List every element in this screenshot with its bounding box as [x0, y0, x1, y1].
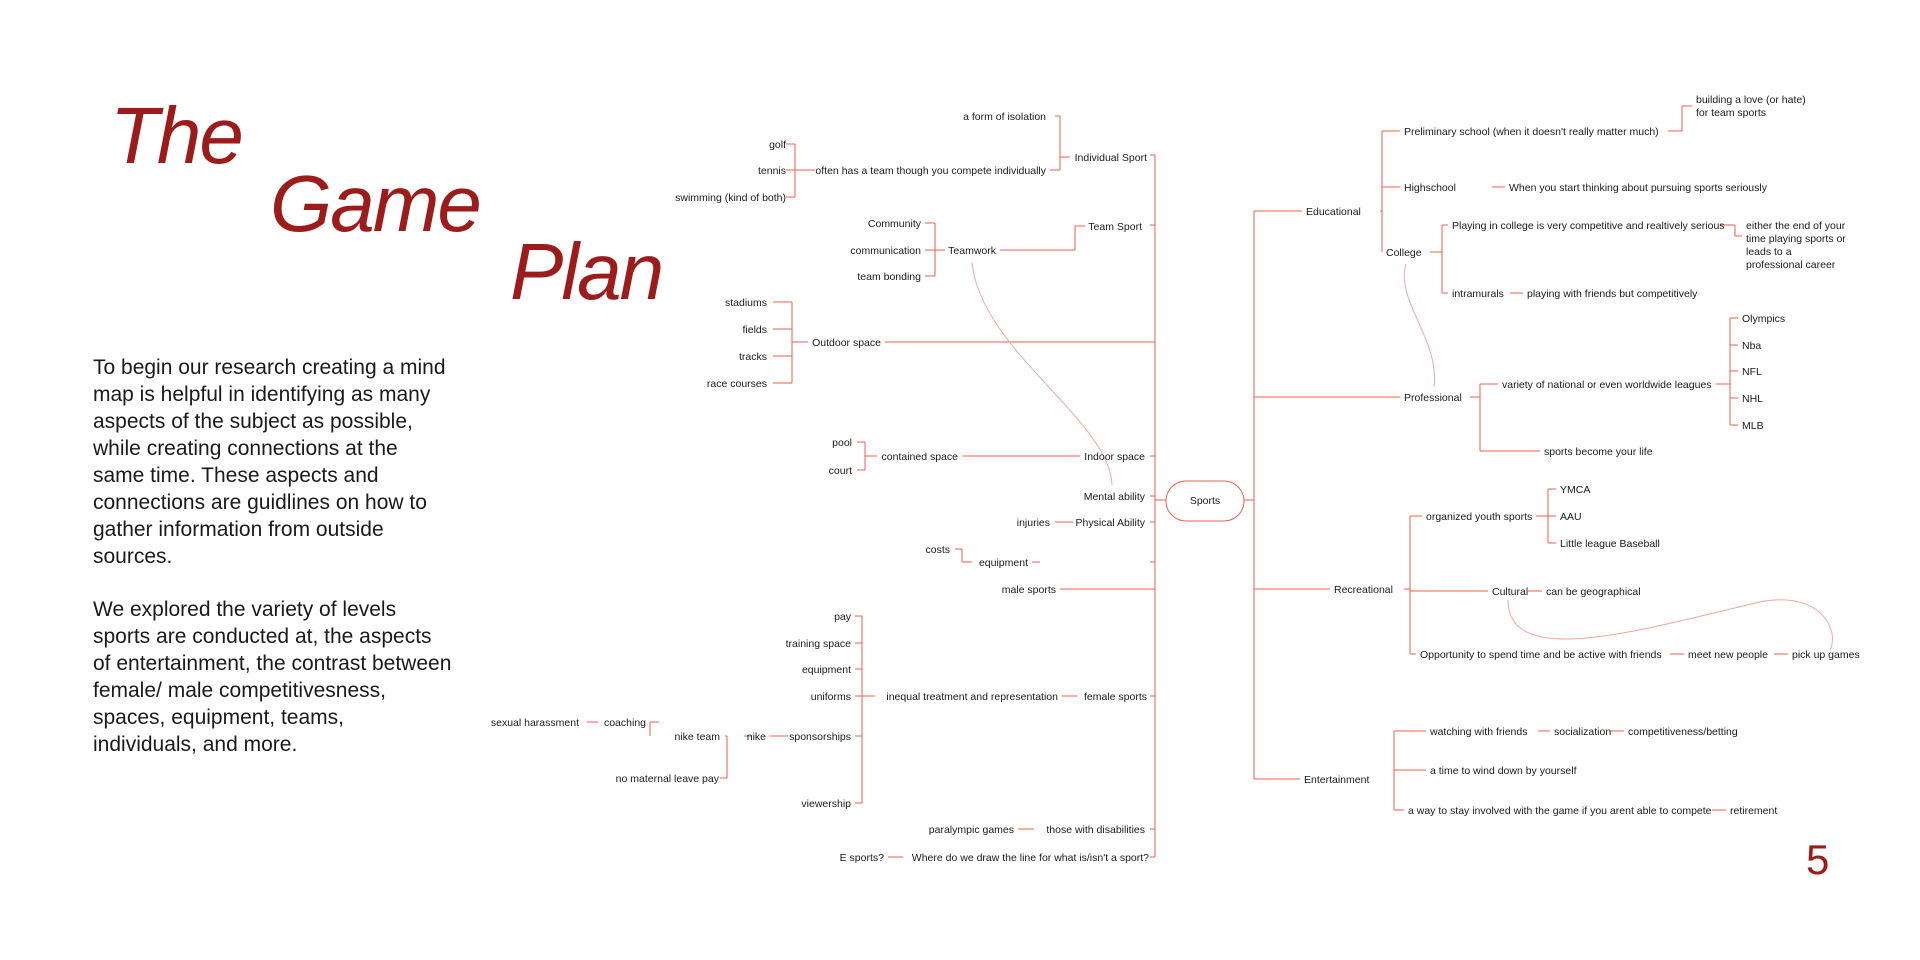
right-branch: Educational Preliminary school (when it … — [1304, 94, 1860, 817]
left-branch: a form of isolation Individual Sport gol… — [491, 111, 1149, 864]
node-esports: E sports? — [840, 852, 885, 864]
node-intramurals: intramurals — [1452, 288, 1504, 300]
node-team-sport: Team Sport — [1088, 221, 1142, 233]
node-nike: nike — [747, 731, 766, 743]
node-geographical: can be geographical — [1546, 586, 1641, 598]
node-outdoor-space: Outdoor space — [812, 337, 881, 349]
node-aau: AAU — [1560, 511, 1582, 523]
node-highschool: Highschool — [1404, 182, 1456, 194]
node-opportunity: Opportunity to spend time and be active … — [1420, 649, 1662, 661]
node-betting: competitiveness/betting — [1628, 726, 1738, 738]
node-organized-youth: organized youth sports — [1426, 511, 1532, 523]
node-little-league: Little league Baseball — [1560, 538, 1660, 550]
node-disabilities: those with disabilities — [1046, 824, 1145, 836]
node-costs: costs — [925, 544, 950, 556]
node-variety-leagues: variety of national or even worldwide le… — [1502, 379, 1712, 391]
node-teamwork: Teamwork — [948, 245, 997, 257]
node-wind-down: a time to wind down by yourself — [1430, 765, 1577, 777]
node-nhl: NHL — [1742, 393, 1763, 405]
node-start-thinking: When you start thinking about pursuing s… — [1509, 182, 1768, 194]
node-draw-line: Where do we draw the line for what is/is… — [912, 852, 1149, 864]
title-game: Game — [270, 159, 482, 248]
page-number: 5 — [1806, 836, 1830, 883]
node-pick-up: pick up games — [1792, 649, 1860, 661]
node-end-3: leads to a — [1746, 246, 1792, 258]
intro-paragraph: To begin our research creating a mind ma… — [93, 356, 446, 568]
node-training-space: training space — [786, 638, 852, 650]
node-male-sports: male sports — [1002, 584, 1056, 596]
node-paralympic: paralympic games — [929, 824, 1014, 836]
connector-lines — [587, 105, 1788, 858]
node-individual-sport: Individual Sport — [1075, 152, 1147, 164]
node-olympics: Olympics — [1742, 313, 1785, 325]
node-end-4: professional career — [1746, 259, 1836, 271]
node-no-maternal: no maternal leave pay — [616, 773, 720, 785]
node-mental-ability: Mental ability — [1084, 491, 1146, 503]
node-contained-space: contained space — [882, 451, 959, 463]
node-uniforms: uniforms — [811, 691, 851, 703]
node-equipment-f: equipment — [802, 664, 851, 676]
node-educational: Educational — [1306, 206, 1361, 218]
node-often-team: often has a team though you compete indi… — [815, 165, 1046, 177]
node-stadiums: stadiums — [725, 297, 767, 309]
node-professional: Professional — [1404, 392, 1462, 404]
node-pay: pay — [834, 611, 852, 623]
node-court: court — [829, 465, 852, 477]
node-tracks: tracks — [739, 351, 767, 363]
node-watching-friends: watching with friends — [1429, 726, 1527, 738]
node-isolation: a form of isolation — [963, 111, 1046, 123]
node-golf: golf — [769, 139, 786, 151]
node-communication: communication — [850, 245, 921, 257]
node-retirement: retirement — [1730, 805, 1777, 817]
node-playing-college: Playing in college is very competitive a… — [1452, 220, 1725, 232]
node-team-bonding: team bonding — [857, 271, 921, 283]
node-love-hate-2: for team sports — [1696, 107, 1766, 119]
cross-links — [971, 261, 1833, 651]
node-recreational: Recreational — [1334, 584, 1393, 596]
node-end-2: time playing sports or — [1746, 233, 1846, 245]
node-community: Community — [868, 218, 922, 230]
node-mlb: MLB — [1742, 420, 1764, 432]
node-sexual-harassment: sexual harassment — [491, 717, 579, 729]
node-fields: fields — [742, 324, 767, 336]
node-nba: Nba — [1742, 340, 1761, 352]
node-become-life: sports become your life — [1544, 446, 1653, 458]
node-nike-team: nike team — [674, 731, 720, 743]
node-indoor-space: Indoor space — [1084, 451, 1145, 463]
node-race-courses: race courses — [707, 378, 767, 390]
node-entertainment: Entertainment — [1304, 774, 1369, 786]
center-label: Sports — [1190, 495, 1220, 507]
node-injuries: injuries — [1017, 517, 1050, 529]
node-socialization: socialization — [1554, 726, 1611, 738]
node-preliminary: Preliminary school (when it doesn't real… — [1404, 126, 1659, 138]
node-inequal: inequal treatment and representation — [886, 691, 1058, 703]
node-love-hate-1: building a love (or hate) — [1696, 94, 1806, 106]
node-equipment: equipment — [979, 557, 1028, 569]
node-meet-people: meet new people — [1688, 649, 1768, 661]
node-pool: pool — [832, 437, 852, 449]
node-stay-involved: a way to stay involved with the game if … — [1408, 805, 1712, 817]
center-node — [1165, 480, 1245, 522]
node-female-sports: female sports — [1084, 691, 1147, 703]
node-ymca: YMCA — [1560, 484, 1590, 496]
title-the: The — [110, 91, 244, 180]
scope-paragraph: We explored the variety of levels sports… — [93, 598, 452, 756]
node-playing-friends: playing with friends but competitively — [1527, 288, 1698, 300]
node-cultural: Cultural — [1492, 586, 1528, 598]
node-sponsorships: sponsorships — [789, 731, 851, 743]
node-viewership: viewership — [801, 798, 851, 810]
node-college: College — [1386, 247, 1422, 259]
node-nfl: NFL — [1742, 366, 1762, 378]
node-tennis: tennis — [758, 165, 786, 177]
node-physical-ability: Physical Ability — [1076, 517, 1146, 529]
title-plan: Plan — [510, 227, 664, 316]
node-swimming: swimming (kind of both) — [675, 192, 786, 204]
node-end-1: either the end of your — [1746, 220, 1846, 232]
node-coaching: coaching — [604, 717, 646, 729]
